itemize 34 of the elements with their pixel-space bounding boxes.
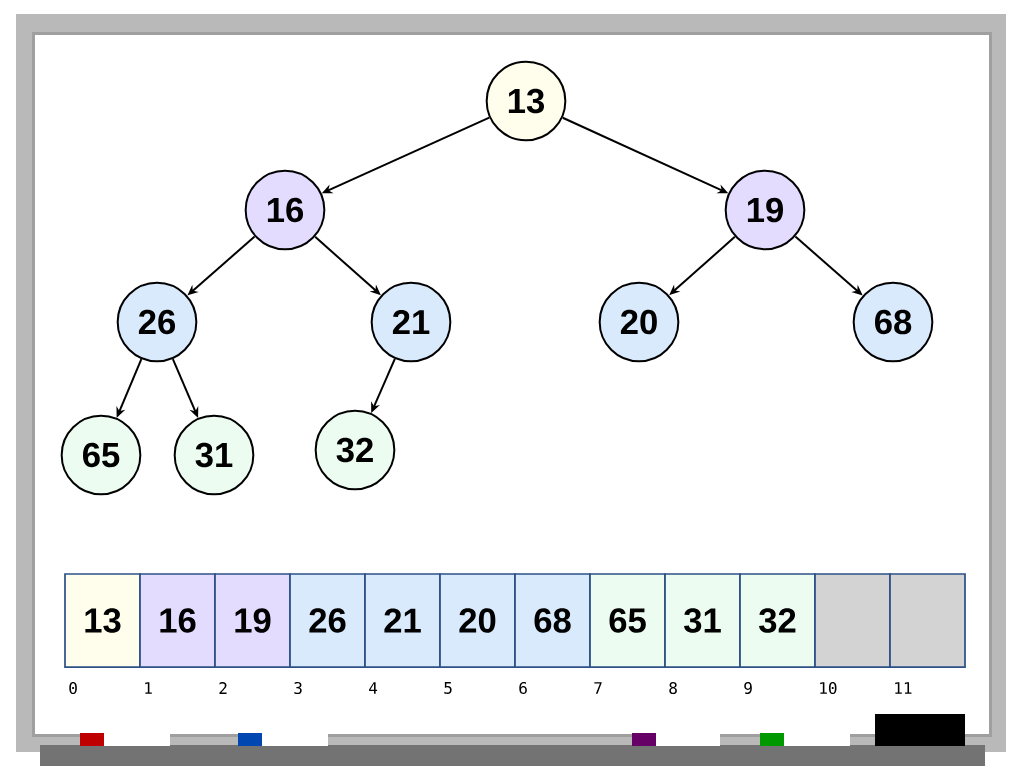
- index-label: 6: [519, 681, 527, 695]
- tree-node: 20: [598, 281, 680, 363]
- index-label: 3: [294, 681, 302, 695]
- index-label: 2: [219, 682, 227, 694]
- index-label: 10: [820, 681, 837, 695]
- array-cell: 32: [739, 573, 816, 668]
- empty-cell: [889, 573, 966, 668]
- index-label: 9: [744, 681, 752, 695]
- array-cell: 26: [289, 573, 366, 668]
- tree-node: 65: [60, 414, 142, 496]
- index-label: 7: [594, 682, 602, 694]
- index-label: 0: [69, 681, 77, 695]
- tree-node: 26: [116, 281, 198, 363]
- tree-node: 68: [852, 281, 934, 363]
- index-label: 8: [669, 681, 677, 695]
- array-cell: 20: [439, 573, 516, 668]
- array-cell: 68: [514, 573, 591, 668]
- array-cell: 16: [139, 573, 216, 668]
- tree-node: 16: [244, 169, 326, 251]
- index-label: 1: [145, 682, 152, 694]
- array-cell: 31: [664, 573, 741, 668]
- empty-cell: [814, 573, 891, 668]
- tree-node: 19: [724, 169, 806, 251]
- tree-node: 21: [370, 281, 452, 363]
- index-label: 11: [895, 682, 912, 694]
- array-cell: 13: [64, 573, 141, 668]
- array-cell: 65: [589, 573, 666, 668]
- array-cell: 19: [214, 573, 291, 668]
- tree-node: 31: [173, 414, 255, 496]
- tree-node: 13: [485, 60, 567, 142]
- index-label: 4: [369, 682, 378, 694]
- array-cell: 21: [364, 573, 441, 668]
- tree-node: 32: [314, 409, 396, 491]
- index-label: 5: [444, 682, 452, 694]
